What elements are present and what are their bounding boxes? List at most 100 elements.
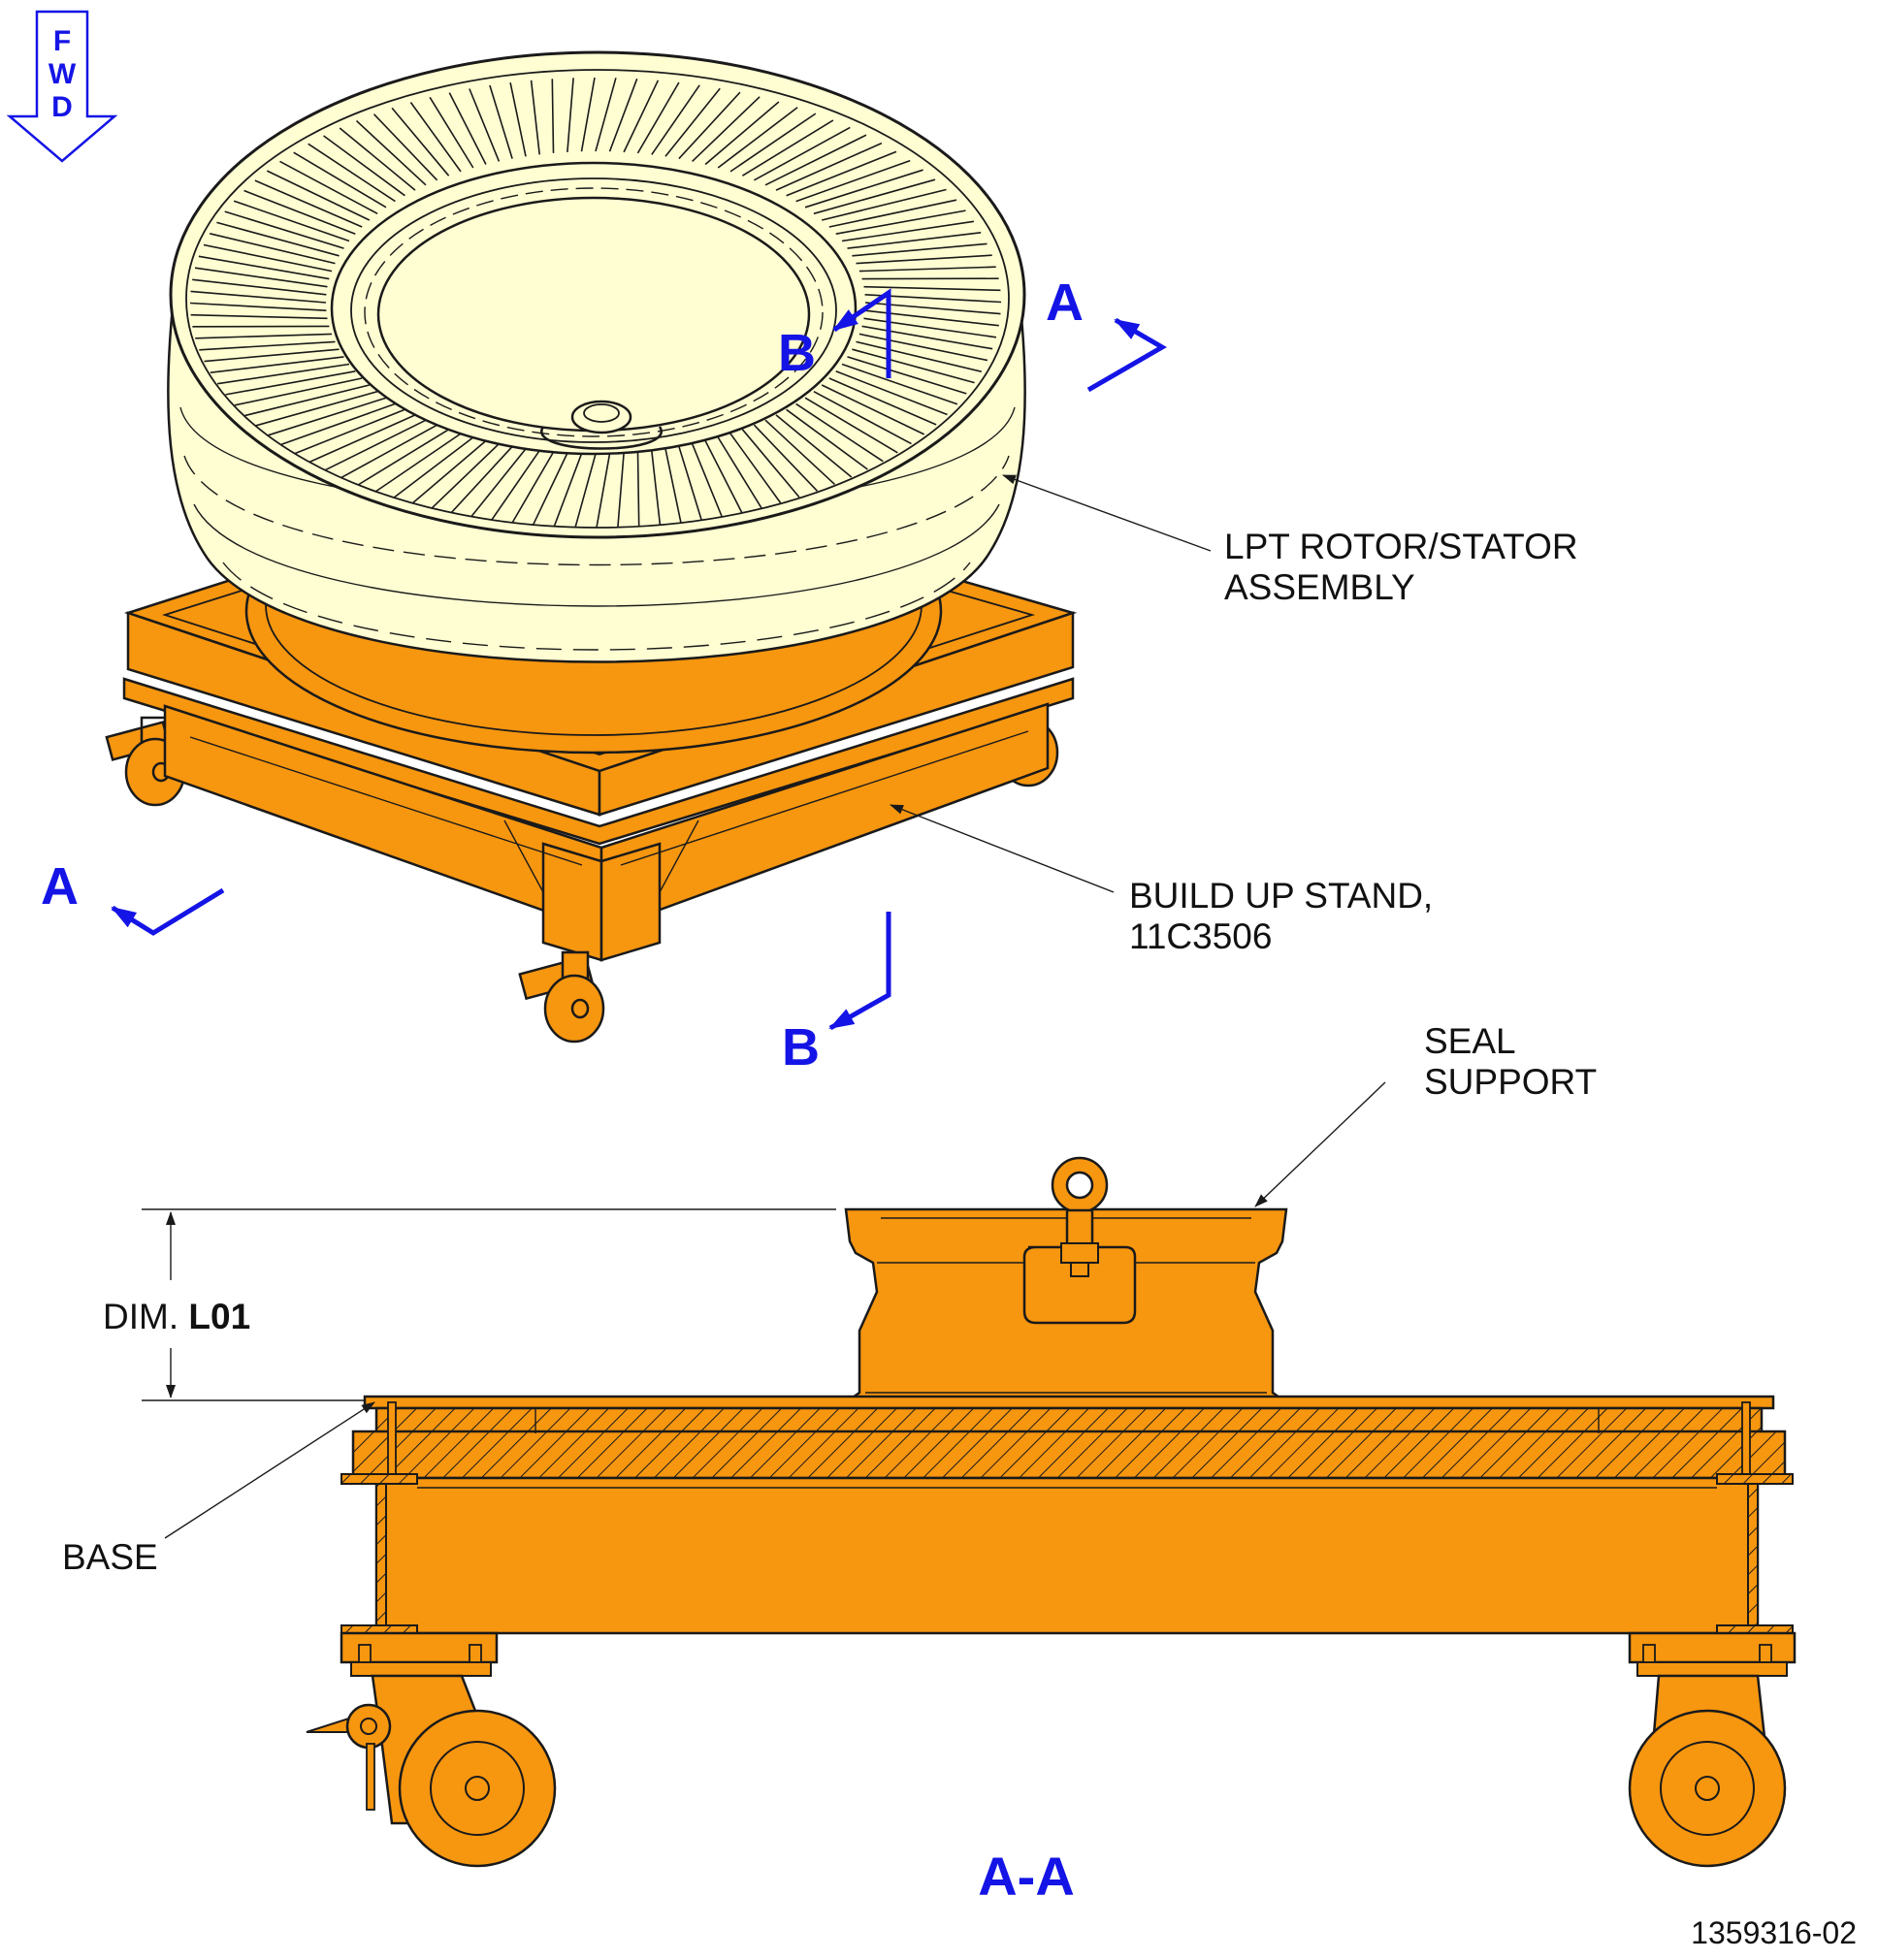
vane-blade: [567, 78, 574, 152]
seal-label-line1: SEAL: [1424, 1021, 1516, 1061]
vane-blade: [450, 445, 513, 514]
vane-blade: [372, 113, 438, 181]
vane-blade: [664, 448, 682, 523]
section-a-label-right: A: [1046, 273, 1084, 332]
vane-blade: [804, 169, 923, 209]
vane-blade: [617, 453, 625, 528]
vane-blade: [268, 397, 387, 436]
vane-blade: [194, 267, 328, 288]
vane-blade: [753, 424, 819, 492]
vane-blade: [280, 402, 396, 446]
vane-blade: [324, 419, 427, 471]
vane-blade: [374, 433, 462, 493]
section-a-marker-right: A: [1046, 273, 1167, 393]
vane-blade: [431, 443, 500, 509]
vane-blade: [678, 91, 741, 160]
vane-blade: [199, 340, 336, 351]
vane-blade: [729, 433, 782, 503]
vane-blade: [470, 448, 527, 518]
vane-blade: [448, 92, 487, 165]
caster-right-section: [1628, 1631, 1797, 1868]
vane-blade: [786, 408, 868, 470]
vane-blade: [813, 390, 912, 445]
vane-blade: [651, 450, 662, 526]
vane-blade: [764, 134, 867, 186]
vane-blade: [511, 451, 555, 524]
vane-blade: [254, 179, 363, 228]
vane-blade: [608, 78, 638, 152]
vane-blade: [243, 189, 356, 235]
vane-blade: [489, 84, 513, 159]
stand-label-line1: BUILD UP STAND,: [1129, 876, 1433, 916]
vane-blade: [595, 78, 617, 152]
vane-blade: [233, 200, 350, 242]
section-a-marker-left: A: [41, 857, 225, 936]
vane-blade: [651, 84, 700, 155]
vane-blade: [729, 112, 817, 173]
vane-blade: [858, 333, 988, 362]
vane-blade: [795, 402, 884, 463]
section-b-label-top: B: [778, 324, 816, 382]
vane-blade: [210, 356, 344, 373]
vane-blade: [308, 414, 416, 464]
fwd-letter-w: W: [49, 58, 77, 90]
vane-blade: [532, 452, 568, 526]
vane-blade: [294, 408, 405, 455]
vane-blade: [691, 443, 723, 517]
vane-blade: [847, 232, 982, 249]
section-b-label-bottom: B: [782, 1018, 820, 1076]
vane-blade: [828, 199, 957, 228]
vane-blade: [530, 80, 540, 155]
vane-blade: [856, 254, 992, 265]
vane-blade: [190, 313, 328, 320]
vane-blade: [835, 209, 966, 235]
vane-blade: [293, 151, 387, 209]
vane-blade: [741, 429, 800, 498]
callout-base: BASE: [62, 1401, 375, 1577]
vane-blade: [704, 101, 780, 166]
vane-blade: [225, 370, 356, 396]
vane-blade: [841, 220, 975, 242]
vane-blade: [339, 127, 416, 191]
dimension-label: DIM. L01: [103, 1297, 250, 1336]
vane-blade: [204, 348, 340, 363]
vane-blade: [795, 159, 911, 203]
vane-blade: [308, 143, 396, 203]
section-view-title: A-A: [978, 1846, 1075, 1907]
vane-blade: [357, 429, 450, 486]
base-label: BASE: [62, 1537, 158, 1577]
vane-blade: [323, 135, 405, 197]
vane-blade: [775, 414, 853, 478]
lpt-label-line2: ASSEMBLY: [1224, 567, 1415, 607]
vane-blade: [678, 446, 702, 521]
vane-blade: [580, 77, 596, 152]
vane-blade: [764, 419, 836, 485]
vane-blade: [692, 96, 761, 162]
caster-front: [518, 950, 605, 1044]
vane-blade: [704, 440, 743, 513]
seal-label-line2: SUPPORT: [1424, 1062, 1597, 1102]
vane-blade: [391, 107, 450, 177]
vane-blade: [596, 453, 611, 529]
section-b-marker-top: B: [778, 288, 891, 382]
vane-blade: [469, 88, 501, 162]
vane-blade: [861, 325, 993, 350]
vane-blade: [195, 333, 333, 339]
vane-blade: [189, 302, 327, 311]
vane-blade: [224, 210, 344, 249]
vane-blade: [804, 397, 898, 454]
vane-blade: [852, 348, 975, 384]
vane-blade: [863, 285, 1001, 292]
vane-blade: [190, 290, 327, 304]
vane-blade: [822, 188, 947, 221]
vane-blade: [409, 102, 462, 173]
vane-blade: [255, 390, 378, 427]
fwd-letter-f: F: [53, 25, 71, 57]
section-b-marker-bottom: B: [782, 912, 891, 1076]
vane-blade: [393, 436, 474, 498]
vane-blade: [491, 450, 540, 521]
lpt-assembly-isometric: [167, 50, 1026, 755]
vane-blade: [775, 142, 883, 191]
vane-blade: [216, 221, 340, 257]
fwd-letter-d: D: [51, 91, 73, 123]
